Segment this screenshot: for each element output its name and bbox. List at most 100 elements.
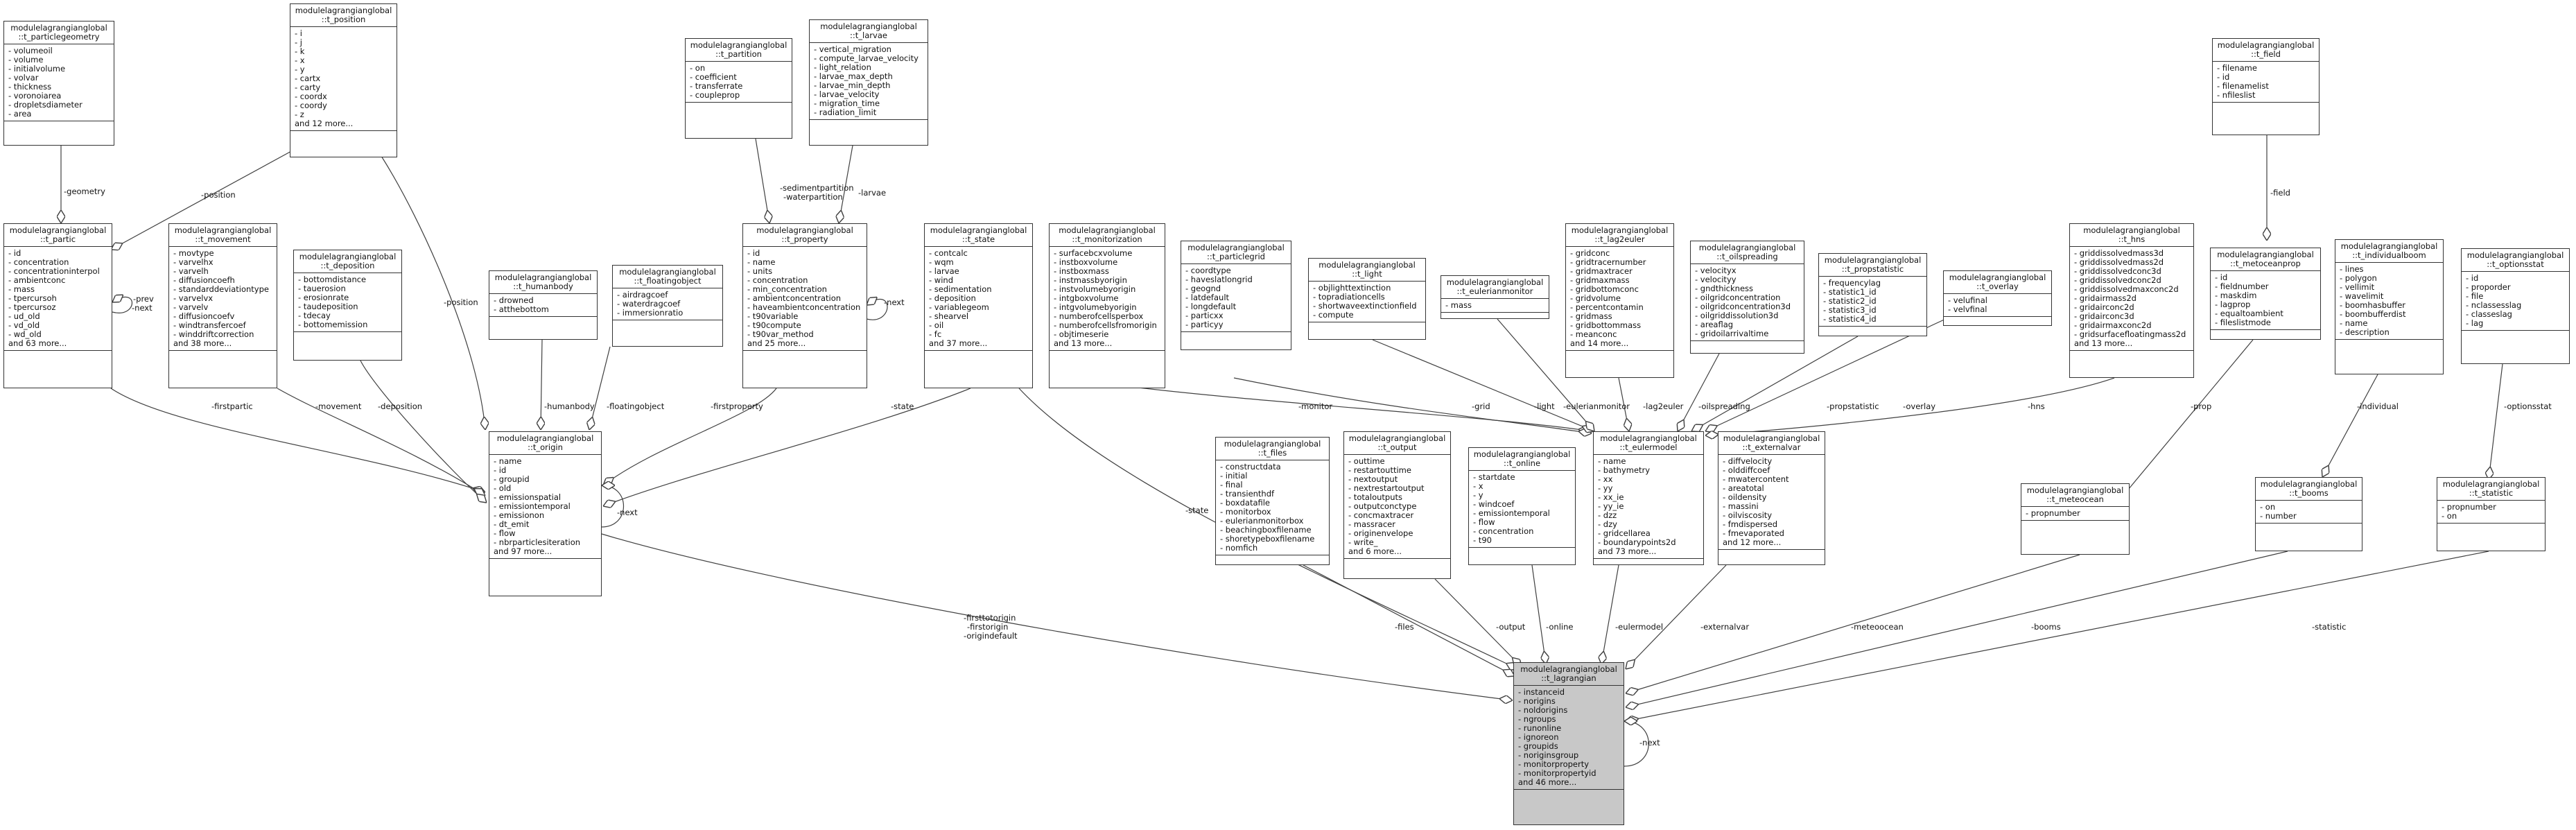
node-t-movement[interactable]: modulelagrangianglobal::t_movement - mov… (168, 223, 277, 388)
edge-prop (2107, 339, 2254, 515)
node-methods-compartment (743, 350, 867, 357)
edge-label: -statistic (2312, 622, 2347, 632)
node-header: modulelagrangianglobal::t_lag2euler (1566, 224, 1673, 247)
node-field: - instvolumebyorigin (1054, 284, 1136, 294)
node-field: - instmassbyorigin (1054, 275, 1127, 285)
node-t-larvae[interactable]: modulelagrangianglobal::t_larvae - verti… (809, 19, 928, 146)
edge-label: -light (1534, 401, 1555, 411)
node-field: - transferrate (690, 81, 743, 91)
node-field: - oil (929, 320, 944, 330)
node-field: - oildensity (1723, 492, 1767, 502)
node-header: modulelagrangianglobal::t_state (925, 224, 1032, 247)
node-t-eulerianmonitor[interactable]: modulelagrangianglobal::t_eulerianmonito… (1441, 275, 1549, 319)
node-t-statistic[interactable]: modulelagrangianglobal::t_statistic - pr… (2437, 477, 2545, 551)
node-field: - wind (929, 275, 953, 285)
node-field: - carty (295, 83, 321, 92)
node-t-position[interactable]: modulelagrangianglobal::t_position - i- … (290, 3, 397, 157)
node-t-lag2euler[interactable]: modulelagrangianglobal::t_lag2euler - gr… (1565, 223, 1674, 378)
node-header: modulelagrangianglobal::t_overlay (1944, 271, 2051, 294)
node-t-partition[interactable]: modulelagrangianglobal::t_partition - on… (685, 38, 792, 139)
edge-label: -next (132, 303, 153, 313)
node-field: - shoretypeboxfilename (1220, 534, 1315, 544)
node-field: - mwatercontent (1723, 474, 1789, 484)
node-t-individualboom[interactable]: modulelagrangianglobal::t_individualboom… (2335, 239, 2444, 374)
edge-label: -firstproperty (711, 401, 763, 411)
node-field: - dzy (1598, 519, 1617, 529)
node-field: - t90 (1473, 535, 1492, 545)
node-t-state[interactable]: modulelagrangianglobal::t_state - contca… (924, 223, 1033, 388)
node-field: - larvae_min_depth (814, 80, 891, 90)
node-field: - areaflag (1695, 320, 1734, 329)
node-field: - gridcellarea (1598, 528, 1651, 538)
node-t-optionsstat[interactable]: modulelagrangianglobal::t_optionsstat - … (2461, 248, 2570, 364)
node-field: - larvae_velocity (814, 89, 880, 99)
node-t-propstatistic[interactable]: modulelagrangianglobal::t_propstatistic … (1818, 253, 1927, 336)
node-methods-compartment (2437, 523, 2545, 530)
node-field: - percentcontamin (1570, 302, 1644, 312)
node-t-particlegrid[interactable]: modulelagrangianglobal::t_particlegrid -… (1181, 241, 1291, 350)
node-t-oilspreading[interactable]: modulelagrangianglobal::t_oilspreading -… (1690, 241, 1804, 354)
edge-eulermodel (1601, 564, 1619, 664)
node-field: - volumeoil (8, 46, 53, 55)
node-t-online[interactable]: modulelagrangianglobal::t_online - start… (1468, 447, 1576, 565)
node-t-lagrangian[interactable]: modulelagrangianglobal::t_lagrangian - i… (1513, 662, 1624, 825)
node-field: - yy_ie (1598, 501, 1624, 511)
node-field: - drowned (494, 295, 534, 305)
node-fields: - coordtype- haveslatlongrid- geognd- la… (1181, 264, 1291, 331)
node-t-field[interactable]: modulelagrangianglobal::t_field - filena… (2212, 38, 2320, 135)
node-field: - contcalc (929, 248, 968, 258)
node-field: and 25 more... (747, 338, 806, 348)
edge-monitor (1115, 384, 1592, 431)
node-field: - variablegeom (929, 302, 989, 312)
node-t-externalvar[interactable]: modulelagrangianglobal::t_externalvar - … (1718, 431, 1825, 565)
node-fields: - gridconc- gridtracernumber- gridmaxtra… (1566, 247, 1673, 350)
node-t-output[interactable]: modulelagrangianglobal::t_output - outti… (1343, 431, 1451, 579)
node-field: - instanceid (1518, 687, 1565, 697)
node-field: - vd_old (8, 320, 40, 330)
node-t-files[interactable]: modulelagrangianglobal::t_files - constr… (1215, 437, 1330, 565)
node-header: modulelagrangianglobal::t_monitorization (1050, 224, 1165, 247)
node-field: - gridairconc2d (2074, 302, 2134, 312)
node-t-hns[interactable]: modulelagrangianglobal::t_hns - griddiss… (2069, 223, 2194, 378)
node-t-particlegeometry[interactable]: modulelagrangianglobal::t_particlegeomet… (3, 21, 114, 146)
node-header: modulelagrangianglobal::t_oilspreading (1691, 241, 1804, 264)
node-t-humanbody[interactable]: modulelagrangianglobal::t_humanbody - dr… (489, 270, 598, 340)
node-t-floatingobject[interactable]: modulelagrangianglobal::t_floatingobject… (612, 265, 723, 347)
node-t-monitorization[interactable]: modulelagrangianglobal::t_monitorization… (1049, 223, 1165, 388)
node-field: - olddiffcoef (1723, 465, 1770, 475)
node-fields: - airdragcoef- waterdragcoef- immersionr… (613, 288, 722, 320)
node-field: - monitorpropertyid (1518, 768, 1596, 778)
node-t-light[interactable]: modulelagrangianglobal::t_light - objlig… (1308, 258, 1426, 340)
node-methods-compartment (1216, 555, 1329, 562)
node-field: - frequencylag (1823, 278, 1881, 288)
node-t-eulermodel[interactable]: modulelagrangianglobal::t_eulermodel - n… (1593, 431, 1704, 565)
node-methods-compartment (4, 121, 114, 128)
edge-eulerianmonitor (1497, 318, 1594, 431)
node-t-partic[interactable]: modulelagrangianglobal::t_partic - id- c… (3, 223, 112, 388)
node-t-overlay[interactable]: modulelagrangianglobal::t_overlay - velu… (1943, 270, 2052, 326)
node-field: - yy (1598, 483, 1613, 493)
node-field: - dropletsdiameter (8, 100, 82, 110)
node-t-origin[interactable]: modulelagrangianglobal::t_origin - name-… (489, 431, 602, 596)
node-fields: - id- concentration- concentrationinterp… (4, 247, 112, 350)
node-header: modulelagrangianglobal::t_files (1216, 438, 1329, 460)
node-methods-compartment (2256, 523, 2362, 530)
node-header: modulelagrangianglobal::t_deposition (294, 250, 401, 273)
node-methods-compartment (1594, 558, 1703, 565)
node-t-metoceanprop[interactable]: modulelagrangianglobal::t_metoceanprop -… (2210, 248, 2321, 340)
node-t-property[interactable]: modulelagrangianglobal::t_property - id-… (742, 223, 867, 388)
node-field: - emissionon (494, 510, 545, 520)
node-t-meteocean[interactable]: modulelagrangianglobal::t_meteocean - pr… (2021, 483, 2130, 555)
node-methods-compartment (1441, 312, 1549, 319)
node-header: modulelagrangianglobal::t_meteocean (2021, 484, 2129, 507)
node-t-booms[interactable]: modulelagrangianglobal::t_booms - on- nu… (2255, 477, 2362, 551)
node-t-deposition[interactable]: modulelagrangianglobal::t_deposition - b… (293, 250, 402, 361)
node-field: - write_ (1348, 537, 1378, 547)
node-fields: - propnumber (2021, 507, 2129, 520)
node-field: - immersionratio (617, 308, 684, 318)
edge-label: -larvae (858, 188, 887, 198)
node-field: - restartouttime (1348, 465, 1411, 475)
node-fields: - frequencylag- statistic1_id- statistic… (1819, 277, 1926, 326)
node-field: - polygon (2340, 273, 2377, 283)
node-fields: - name- id- groupid- old- emissionspatia… (489, 455, 601, 558)
